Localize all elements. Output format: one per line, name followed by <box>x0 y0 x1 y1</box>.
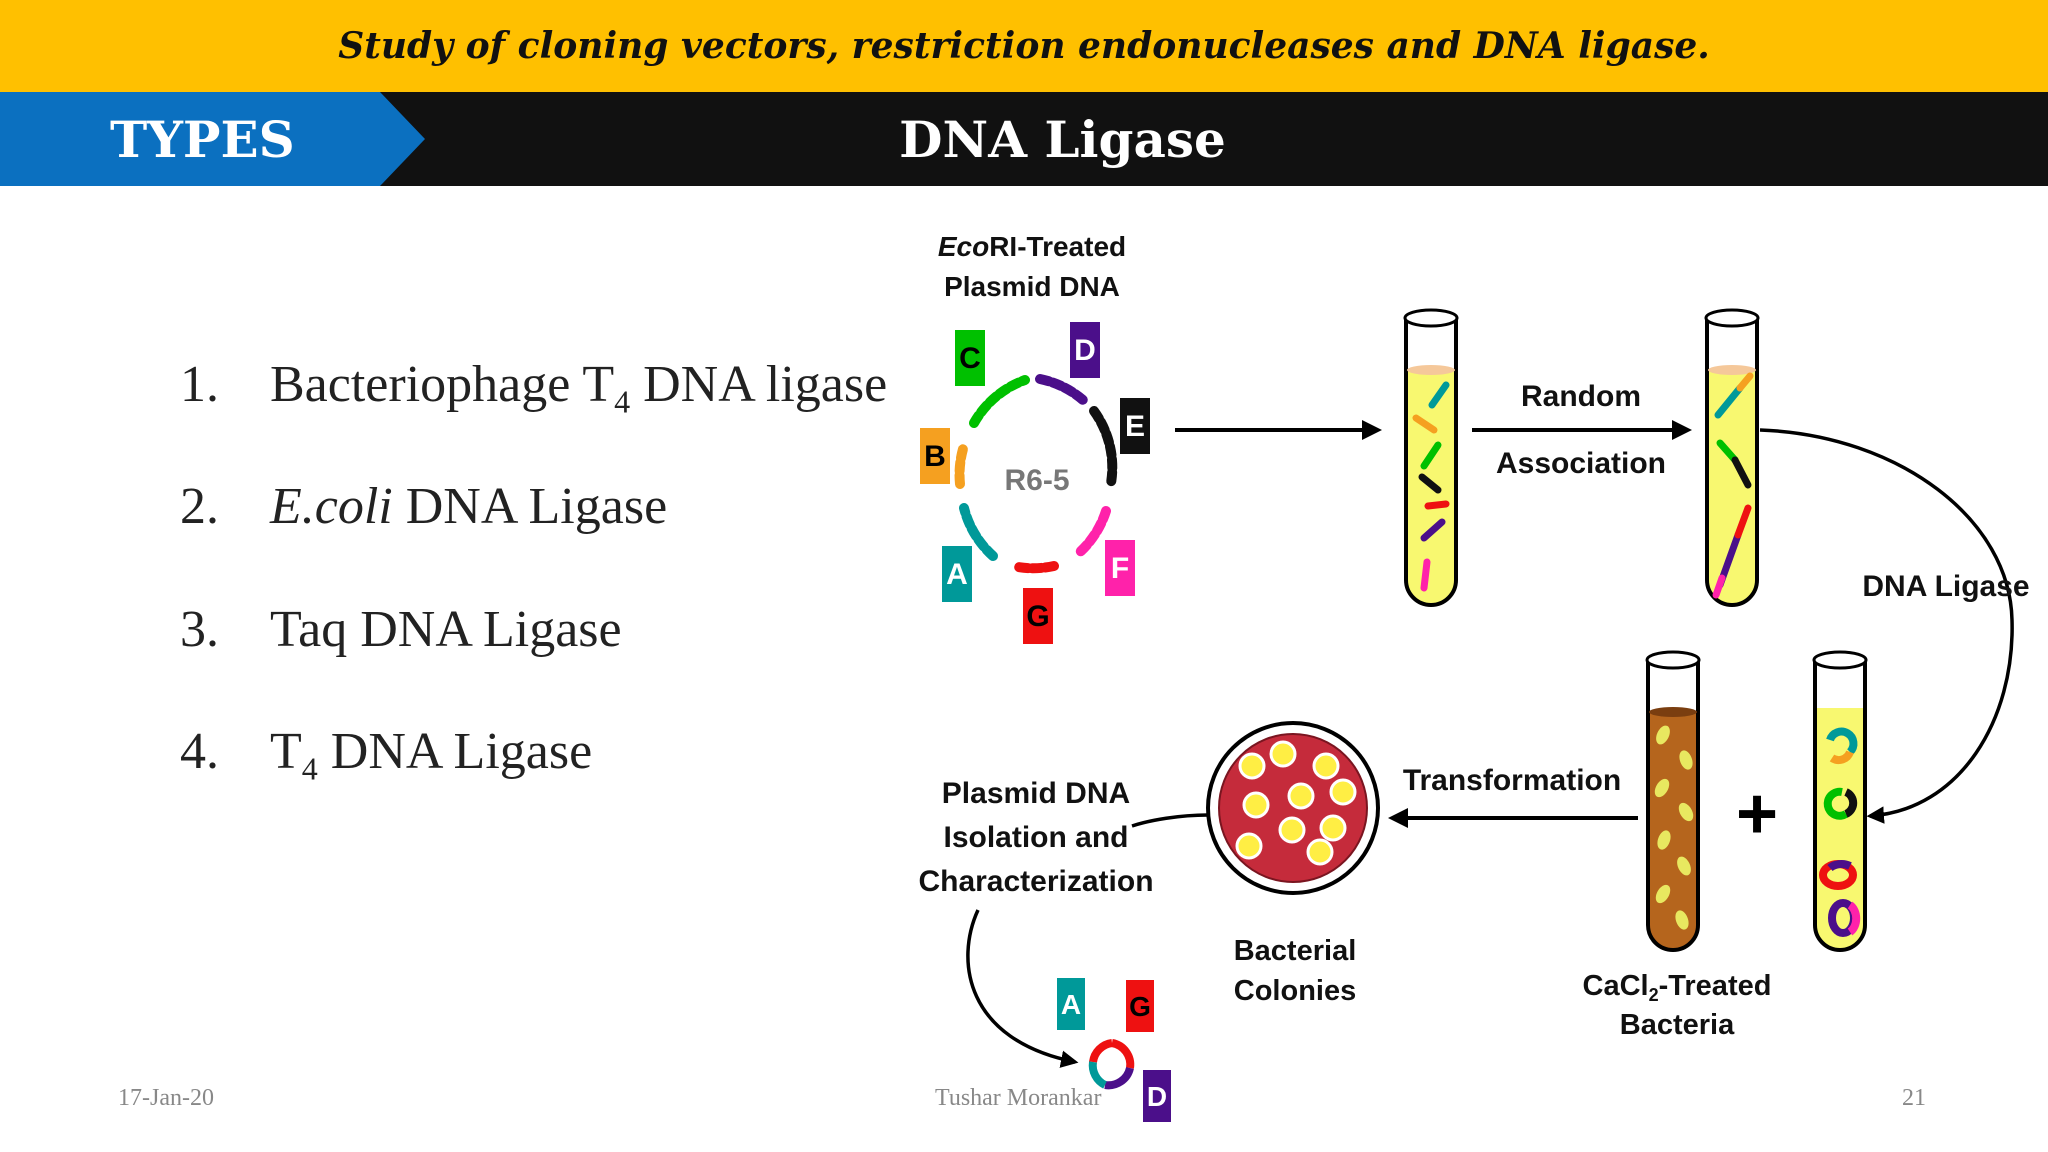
fragment-a-box: A <box>942 546 972 602</box>
list-item-number: 2. <box>180 478 219 535</box>
course-title: Study of cloning vectors, restriction en… <box>338 25 1710 67</box>
fragment-g-box: G <box>1023 588 1053 644</box>
svg-text:D: D <box>1074 334 1096 367</box>
plus-sign: + <box>1736 774 1778 854</box>
fragment-mixture-tube <box>1403 308 1459 607</box>
dish-to-isolation-line <box>1131 813 1209 828</box>
fragment-d-box: D <box>1070 322 1100 378</box>
isolation-label-line2: Isolation and <box>943 821 1128 854</box>
colonies-label: Bacterial <box>1234 935 1357 967</box>
footer-author: Tushar Morankar <box>935 1085 1102 1111</box>
fragment-e-arc <box>1089 406 1118 488</box>
result-fragment-a-box: A <box>1057 978 1085 1030</box>
colonies-label-line2: Colonies <box>1234 975 1356 1007</box>
result-fragment-g-box: G <box>1126 980 1154 1032</box>
fragment-g-arc <box>1013 561 1059 574</box>
footer-page-number: 21 <box>1902 1085 1926 1111</box>
random-label: Random <box>1521 380 1641 413</box>
isolation-label: Plasmid DNA <box>942 777 1130 810</box>
fragment-c-arc <box>969 375 1030 428</box>
list-item-number: 1. <box>180 356 219 413</box>
ligase-arrow <box>1759 428 2014 824</box>
fragment-d-arc <box>1035 374 1088 405</box>
transformation-label: Transformation <box>1403 764 1621 797</box>
svg-text:E: E <box>1125 410 1145 443</box>
bacteria-label: Bacteria <box>1620 1009 1735 1041</box>
fragment-f-box: F <box>1105 540 1135 596</box>
fragment-a-arc <box>959 503 998 561</box>
svg-text:G: G <box>1026 600 1049 633</box>
fragment-e-box: E <box>1120 398 1150 454</box>
list-item-text: Bacteriophage T4 DNA ligase <box>270 356 888 420</box>
list-item-text: Taq DNA Ligase <box>270 601 622 658</box>
result-plasmid <box>1088 1039 1135 1090</box>
plasmid-ring <box>954 374 1118 574</box>
result-fragment-d-box: D <box>1143 1070 1171 1122</box>
isolation-arrow <box>966 909 1079 1068</box>
svg-text:A: A <box>946 558 968 591</box>
petri-dish <box>1206 721 1380 895</box>
fragment-b-box: B <box>920 428 950 484</box>
section-tab-label: TYPES <box>110 109 295 169</box>
associated-fragments-tube <box>1704 308 1760 607</box>
cacl2-label: CaCl2-Treated <box>1583 970 1772 1005</box>
list-item-number: 4. <box>180 723 219 780</box>
svg-text:F: F <box>1111 552 1129 585</box>
association-label: Association <box>1496 447 1666 480</box>
isolation-label-line3: Characterization <box>918 865 1153 898</box>
slide-title: DNA Ligase <box>899 109 1226 169</box>
fragment-b-arc <box>954 444 968 489</box>
svg-text:B: B <box>924 440 946 473</box>
fragment-c-box: C <box>955 330 985 386</box>
fragment-f-arc <box>1075 506 1111 557</box>
svg-text:C: C <box>959 342 981 375</box>
plasmid-label-line2: Plasmid DNA <box>944 271 1120 302</box>
footer-date: 17-Jan-20 <box>118 1085 214 1111</box>
course-header-bar <box>0 0 2048 92</box>
recombinant-plasmid-tube <box>1812 650 1868 952</box>
ligase-label: DNA Ligase <box>1862 570 2029 603</box>
list-item-text: E.coli DNA Ligase <box>270 478 668 535</box>
svg-text:A: A <box>1061 989 1081 1020</box>
plasmid-name: R6-5 <box>1004 464 1069 497</box>
list-item-number: 3. <box>180 601 219 658</box>
svg-text:D: D <box>1147 1081 1167 1112</box>
cacl2-bacteria-tube <box>1645 650 1701 952</box>
section-tab <box>0 92 425 186</box>
svg-text:G: G <box>1129 991 1151 1022</box>
plasmid-label: EcoRI-Treated <box>938 231 1126 262</box>
list-item-text: T4 DNA Ligase <box>270 723 593 787</box>
